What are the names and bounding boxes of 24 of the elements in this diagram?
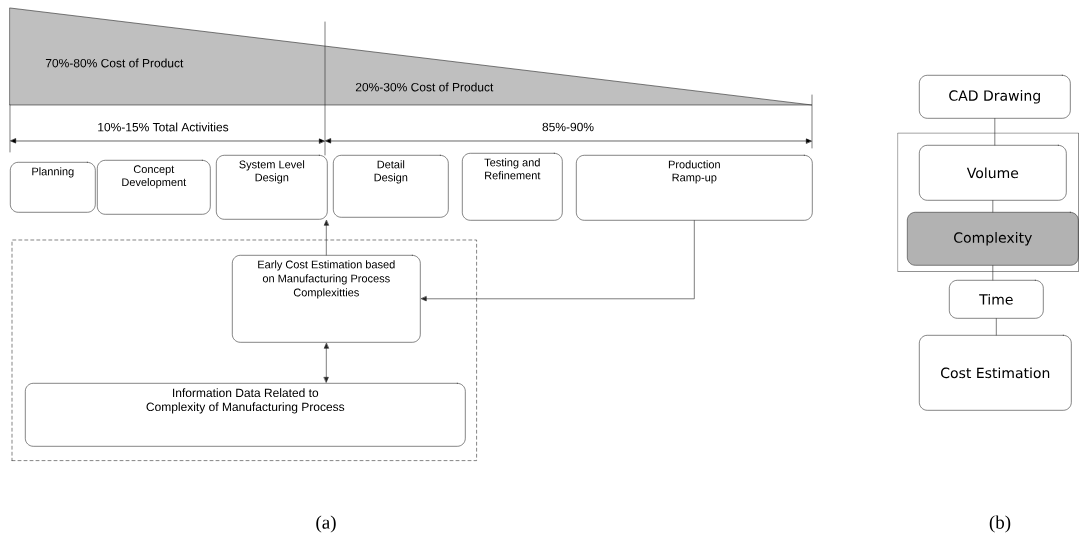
process-box: Information Data Related to Complexity of Manufacturing Process bbox=[25, 383, 466, 447]
process-box: Complexity bbox=[907, 212, 1079, 266]
process-box: Volume bbox=[919, 145, 1067, 201]
cost-label: 70%-80% Cost of Product bbox=[45, 58, 184, 68]
panel-label: (a) bbox=[316, 515, 336, 533]
process-box: Concept Development bbox=[97, 160, 211, 215]
process-box: Time bbox=[949, 280, 1044, 319]
process-box: Cost Estimation bbox=[919, 335, 1072, 411]
process-box: CAD Drawing bbox=[919, 75, 1071, 119]
process-box: Early Cost Estimation based on Manufacturing Process Complexitties bbox=[232, 255, 421, 343]
process-box: System Level Design bbox=[216, 155, 328, 220]
process-box: Detail Design bbox=[333, 155, 449, 218]
cost-label: 20%-30% Cost of Product bbox=[355, 82, 494, 92]
arrow bbox=[323, 220, 329, 256]
dimension-label: 85%-90% bbox=[542, 122, 594, 132]
panel-label: (b) bbox=[989, 515, 1011, 533]
dimension-label: 10%-15% Total Activities bbox=[98, 122, 229, 132]
process-box: Production Ramp-up bbox=[576, 155, 813, 221]
arrow bbox=[421, 220, 695, 302]
frame bbox=[897, 132, 1079, 272]
arrow bbox=[323, 343, 329, 383]
dashed-frame bbox=[11, 239, 477, 461]
process-box: Planning bbox=[10, 162, 96, 213]
process-box: Testing and Refinement bbox=[462, 153, 563, 221]
